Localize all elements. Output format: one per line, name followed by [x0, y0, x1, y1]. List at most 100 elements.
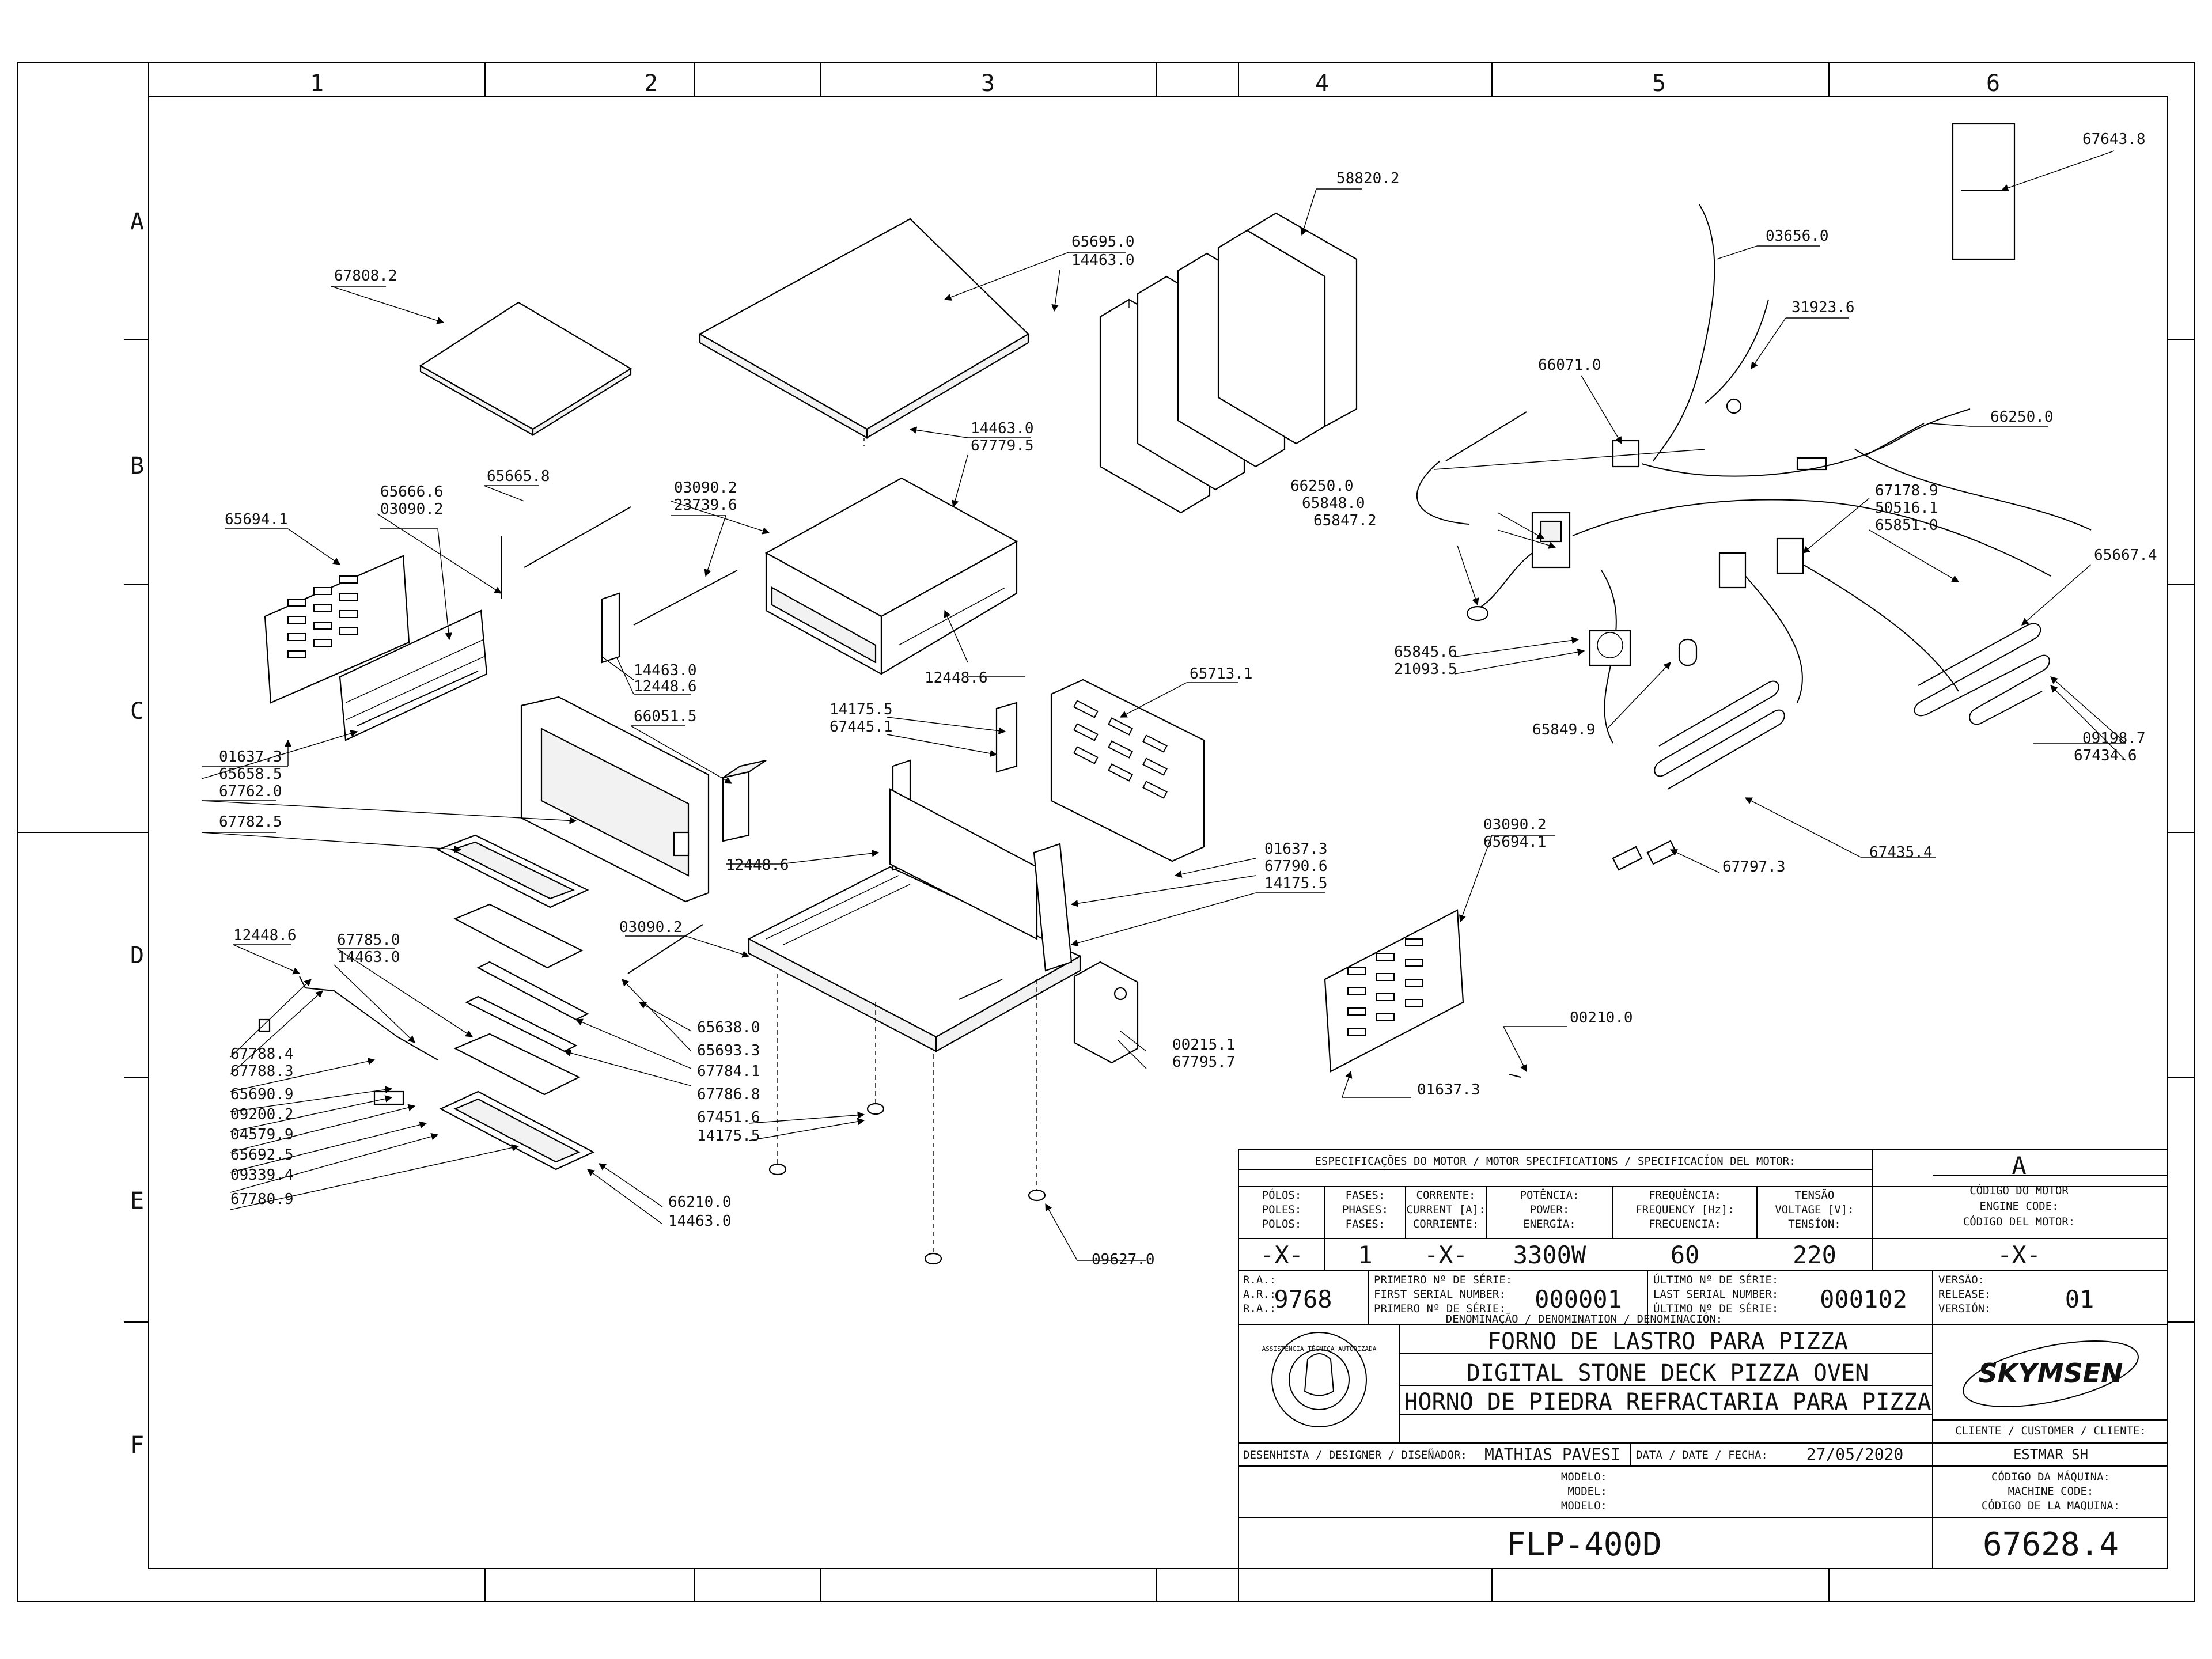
model-value: FLP-400D [1506, 1526, 1662, 1563]
spec-header: FREQUÊNCIA: [1649, 1188, 1721, 1202]
part-label: 58820.2 [1336, 170, 1400, 187]
machine-code-label: CÓDIGO DE LA MAQUINA: [1982, 1498, 2120, 1512]
part-label: 65695.0 [1071, 233, 1135, 251]
part-label: 66051.5 [634, 708, 697, 725]
part-label: 67782.5 [219, 813, 282, 831]
version-label: RELEASE: [1938, 1288, 1991, 1301]
grid-row-c: C [130, 698, 144, 725]
designer-value: MATHIAS PAVESI [1484, 1445, 1620, 1464]
model-label: MODELO: [1561, 1471, 1607, 1483]
grid-col-4: 4 [1315, 70, 1329, 97]
spec-header: FASES: [1346, 1218, 1385, 1230]
part-label: 66250.0 [1290, 478, 1354, 495]
side-vent-panel-rear [1050, 679, 1205, 862]
part-label: 09200.2 [230, 1106, 294, 1123]
spec-header: TENSÍON: [1788, 1217, 1841, 1230]
part-label: 65667.4 [2094, 547, 2157, 564]
spec-value-power: 3300W [1513, 1241, 1586, 1269]
spec-header: FASES: [1346, 1189, 1385, 1202]
part-label: 09627.0 [1092, 1251, 1155, 1268]
part-label: 04579.9 [230, 1126, 294, 1143]
part-label: 65848.0 [1302, 495, 1365, 512]
part-label: 03090.2 [380, 501, 444, 518]
spec-header: PHASES: [1342, 1203, 1388, 1216]
part-label: 67797.3 [1722, 858, 1786, 876]
motor-specs-title: ESPECIFICAÇÕES DO MOTOR / MOTOR SPECIFIC… [1315, 1154, 1796, 1168]
grid-col-2: 2 [644, 70, 658, 97]
part-label: 67788.3 [230, 1063, 294, 1080]
part-label: 67788.4 [230, 1046, 294, 1063]
grid-row-a: A [130, 209, 144, 235]
grid-col-3: 3 [981, 70, 995, 97]
part-label: 67451.6 [697, 1109, 760, 1126]
part-label: 65694.1 [225, 511, 288, 528]
grid-column-labels: 1 2 3 4 5 6 [310, 70, 2000, 97]
part-label: 00210.0 [1570, 1009, 1633, 1027]
machine-code-label: MACHINE CODE: [2008, 1485, 2094, 1498]
spec-header: POLOS: [1262, 1218, 1302, 1230]
part-label: 14463.0 [668, 1213, 732, 1230]
date-label: DATA / DATE / FECHA: [1636, 1449, 1768, 1461]
spec-header: PÓLOS: [1262, 1188, 1302, 1202]
motor-code-value: -X- [1997, 1241, 2041, 1269]
version-value: 01 [2065, 1285, 2094, 1313]
part-label: 67808.2 [334, 267, 397, 285]
last-serial-label: ÚLTIMO Nº DE SÉRIE: [1653, 1272, 1778, 1286]
part-label: 65666.6 [380, 483, 444, 501]
part-label: 14175.5 [1264, 875, 1328, 892]
crumb-tray-part [439, 1090, 595, 1171]
part-label: 67762.0 [219, 783, 282, 800]
part-label: 66210.0 [668, 1194, 732, 1211]
part-label: 12448.6 [726, 857, 789, 874]
stone-plates-part [1099, 212, 1358, 514]
motor-code-header: CÓDIGO DEL MOTOR: [1963, 1214, 2075, 1228]
part-label: 66250.0 [1990, 408, 2054, 426]
last-serial-label: LAST SERIAL NUMBER: [1653, 1288, 1778, 1301]
first-serial-value: 000001 [1535, 1285, 1622, 1313]
part-label: 03090.2 [674, 479, 737, 497]
part-label: 65851.0 [1875, 517, 1938, 534]
part-label: 67434.6 [2074, 747, 2137, 764]
grid-row-labels: A B C D E F [130, 209, 144, 1459]
part-label: 12448.6 [634, 678, 697, 695]
designer-label: DESENHISTA / DESIGNER / DISEÑADOR: [1243, 1448, 1467, 1461]
part-label: 14463.0 [1071, 252, 1135, 269]
oven-chamber-part [764, 477, 1018, 675]
spec-header: CURRENT [A]: [1406, 1203, 1485, 1216]
part-label: 50516.1 [1875, 499, 1938, 517]
spec-value-voltage: 220 [1793, 1241, 1836, 1269]
seal-text: ASSISTÊNCIA TÉCNICA AUTORIZADA [1262, 1345, 1377, 1353]
insulation-panel-part [419, 301, 632, 430]
part-label: 67785.0 [337, 931, 400, 949]
spec-value-current: -X- [1424, 1241, 1468, 1269]
authorized-service-seal: ASSISTÊNCIA TÉCNICA AUTORIZADA [1262, 1332, 1377, 1427]
part-label: 67780.9 [230, 1191, 294, 1208]
part-label: 21093.5 [1394, 661, 1457, 678]
motor-code-header: ENGINE CODE: [1979, 1200, 2058, 1213]
brand-name: SKYMSEN [1979, 1358, 2123, 1389]
part-label: 14463.0 [971, 420, 1034, 437]
part-label: 65690.9 [230, 1086, 294, 1103]
part-label: 67178.9 [1875, 482, 1938, 499]
part-label: 01637.3 [1264, 840, 1328, 858]
label-sticker-part [1952, 123, 2016, 260]
first-serial-label: FIRST SERIAL NUMBER: [1374, 1288, 1506, 1301]
spec-header: POLES: [1262, 1203, 1302, 1216]
ra-label: R.A.: [1243, 1302, 1276, 1315]
side-vent-panel-left [264, 555, 410, 704]
part-label: 01637.3 [1417, 1081, 1480, 1099]
product-title-es: HORNO DE PIEDRA REFRACTARIA PARA PIZZA [1404, 1389, 1931, 1415]
first-serial-label: PRIMERO Nº DE SÉRIE: [1374, 1302, 1506, 1315]
spec-header: CORRIENTE: [1413, 1218, 1479, 1230]
part-illustrations [258, 123, 2092, 1265]
part-label: 67445.1 [830, 718, 893, 736]
version-label: VERSIÓN: [1938, 1301, 1991, 1315]
part-label: 14463.0 [337, 949, 400, 966]
sheet-frame [17, 62, 2195, 1602]
part-label: 12448.6 [925, 669, 988, 687]
ra-label: R.A.: [1243, 1274, 1276, 1286]
spec-value-poles: -X- [1260, 1241, 1304, 1269]
last-serial-value: 000102 [1820, 1285, 1907, 1313]
leader-lines [201, 150, 2126, 1261]
ra-label: A.R.: [1243, 1288, 1276, 1301]
